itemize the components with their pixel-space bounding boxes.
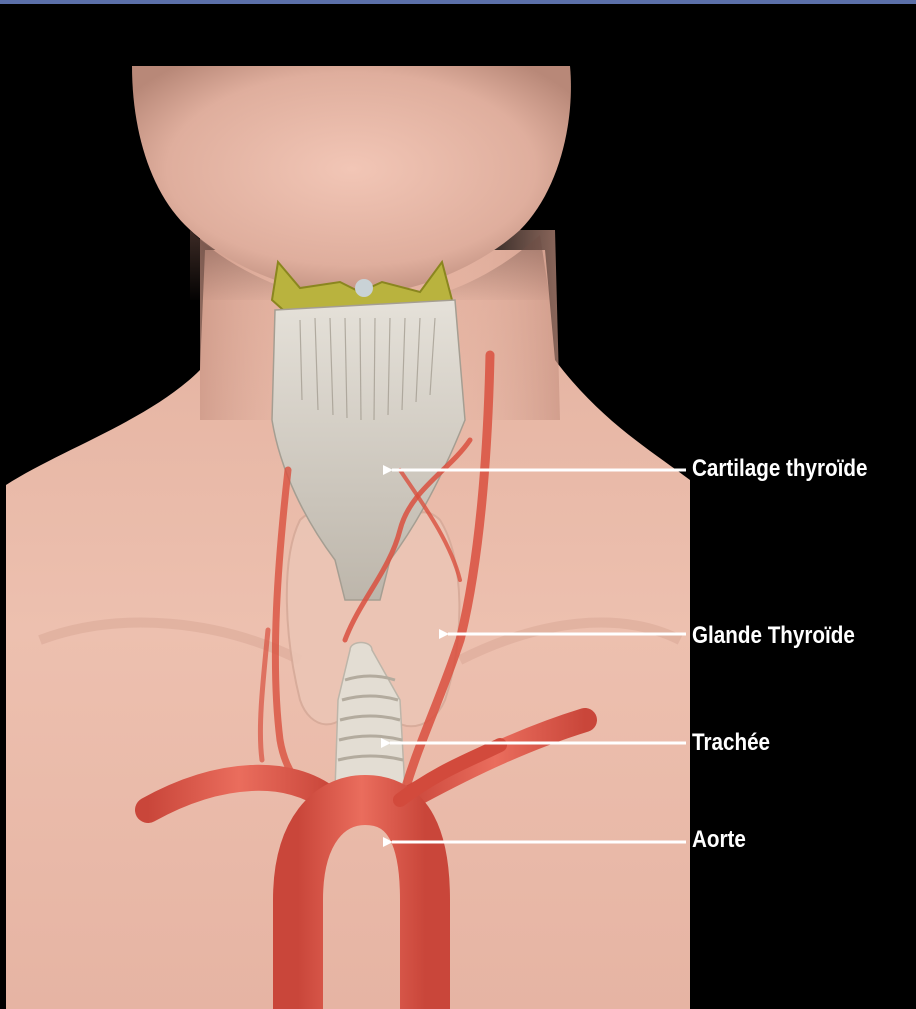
hyoid-knob — [355, 279, 373, 297]
label-thyroid-gland: Glande Thyroïde — [692, 624, 855, 648]
label-aorta: Aorte — [692, 828, 746, 852]
label-trachea: Trachée — [692, 731, 770, 755]
label-thyroid-cartilage: Cartilage thyroïde — [692, 457, 867, 481]
